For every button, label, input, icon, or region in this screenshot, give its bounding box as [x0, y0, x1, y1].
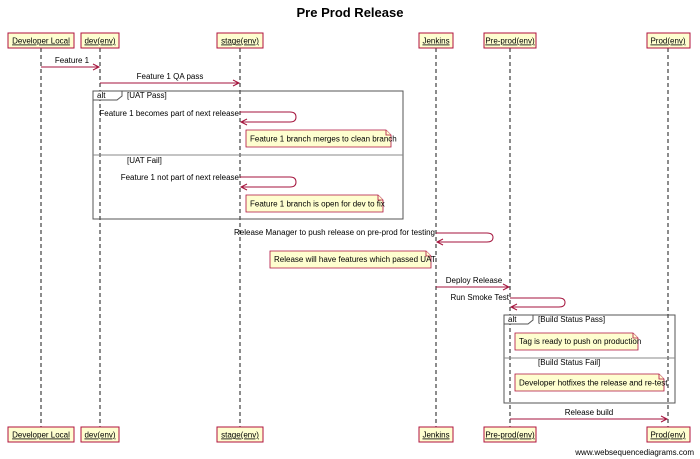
- participant-label: dev(env): [84, 431, 115, 440]
- message-label: Release Manager to push release on pre-p…: [234, 228, 435, 237]
- note-text: Release will have features which passed …: [274, 255, 436, 264]
- message-label: Release build: [565, 408, 613, 417]
- arrowhead-icon: [660, 415, 669, 423]
- participant-pre-prod-env-top: Pre-prod(env): [483, 32, 537, 49]
- fragment-keyword-tab: [92, 90, 123, 101]
- participant-prod-env-bottom: Prod(env): [646, 426, 691, 443]
- participant-label: Prod(env): [650, 37, 685, 46]
- participant-jenkins-bottom: Jenkins: [418, 426, 454, 443]
- message-label: Feature 1 not part of next release: [121, 173, 240, 182]
- note-text: Feature 1 branch is open for dev to fix: [250, 200, 385, 209]
- message-feature-1: Feature 1: [41, 56, 101, 71]
- watermark: www.websequencediagrams.com: [574, 448, 694, 457]
- fragment-condition: [UAT Fail]: [127, 156, 162, 165]
- note-open-for-dev-fix: Feature 1 branch is open for dev to fix: [245, 194, 385, 213]
- participant-dev-env-bottom: dev(env): [80, 426, 120, 443]
- alt-fragment-uat: alt [UAT Pass] [UAT Fail]: [92, 90, 404, 220]
- participant-dev-env-top: dev(env): [80, 32, 120, 49]
- arrowhead-icon: [509, 303, 518, 311]
- fragment-keyword: alt: [508, 315, 517, 324]
- fragment-condition: [UAT Pass]: [127, 91, 167, 100]
- fragment-condition: [Build Status Pass]: [538, 315, 605, 324]
- fragment-keyword-tab: [503, 314, 534, 325]
- arrowhead-icon: [92, 63, 101, 71]
- message-label: Deploy Release: [446, 276, 503, 285]
- message-label: Feature 1: [55, 56, 90, 65]
- note-release-features-passed-uat: Release will have features which passed …: [269, 250, 436, 269]
- participant-label: Developer Local: [12, 431, 70, 440]
- message-release-build: Release build: [510, 408, 669, 423]
- note-text: Tag is ready to push on production: [519, 337, 641, 346]
- note-developer-hotfixes: Developer hotfixes the release and re-te…: [514, 373, 668, 392]
- arrowhead-icon: [239, 183, 248, 191]
- message-release-manager-push: Release Manager to push release on pre-p…: [234, 228, 494, 246]
- participant-label: Prod(env): [650, 431, 685, 440]
- participant-label: Pre-prod(env): [485, 37, 535, 46]
- participant-stage-env-top: stage(env): [216, 32, 264, 49]
- arrowhead-icon: [502, 283, 511, 291]
- participant-label: Developer Local: [12, 37, 70, 46]
- fragment-condition: [Build Status Fail]: [538, 358, 600, 367]
- fragment-keyword: alt: [97, 91, 106, 100]
- participant-label: Jenkins: [422, 37, 449, 46]
- participant-label: dev(env): [84, 37, 115, 46]
- participant-label: stage(env): [221, 431, 259, 440]
- participant-prod-env-top: Prod(env): [646, 32, 691, 49]
- message-run-smoke-test: Run Smoke Test: [450, 293, 566, 311]
- arrowhead-icon: [239, 118, 248, 126]
- participant-label: Jenkins: [422, 431, 449, 440]
- note-tag-ready: Tag is ready to push on production: [514, 332, 641, 351]
- message-feature-1-becomes-part-of-next-release: Feature 1 becomes part of next release: [99, 109, 297, 126]
- participant-developer-local-top: Developer Local: [7, 32, 75, 49]
- participant-stage-env-bottom: stage(env): [216, 426, 264, 443]
- alt-fragment-build-status: alt [Build Status Pass] [Build Status Fa…: [503, 314, 676, 404]
- message-label: Feature 1 QA pass: [137, 72, 204, 81]
- participant-developer-local-bottom: Developer Local: [7, 426, 75, 443]
- note-text: Feature 1 branch merges to clean branch: [250, 135, 397, 144]
- message-feature-1-qa-pass: Feature 1 QA pass: [100, 72, 241, 87]
- participant-jenkins-top: Jenkins: [418, 32, 454, 49]
- participant-pre-prod-env-bottom: Pre-prod(env): [483, 426, 537, 443]
- arrowhead-icon: [232, 79, 241, 87]
- message-label: Feature 1 becomes part of next release: [99, 109, 239, 118]
- note-text: Developer hotfixes the release and re-te…: [519, 379, 668, 388]
- arrowhead-icon: [435, 238, 444, 246]
- message-label: Run Smoke Test: [450, 293, 509, 302]
- diagram-title: Pre Prod Release: [297, 5, 404, 20]
- message-feature-1-not-part-of-next-release: Feature 1 not part of next release: [121, 173, 297, 191]
- participant-label: stage(env): [221, 37, 259, 46]
- message-deploy-release: Deploy Release: [436, 276, 511, 291]
- note-merge-clean-branch: Feature 1 branch merges to clean branch: [245, 129, 397, 148]
- participant-label: Pre-prod(env): [485, 431, 535, 440]
